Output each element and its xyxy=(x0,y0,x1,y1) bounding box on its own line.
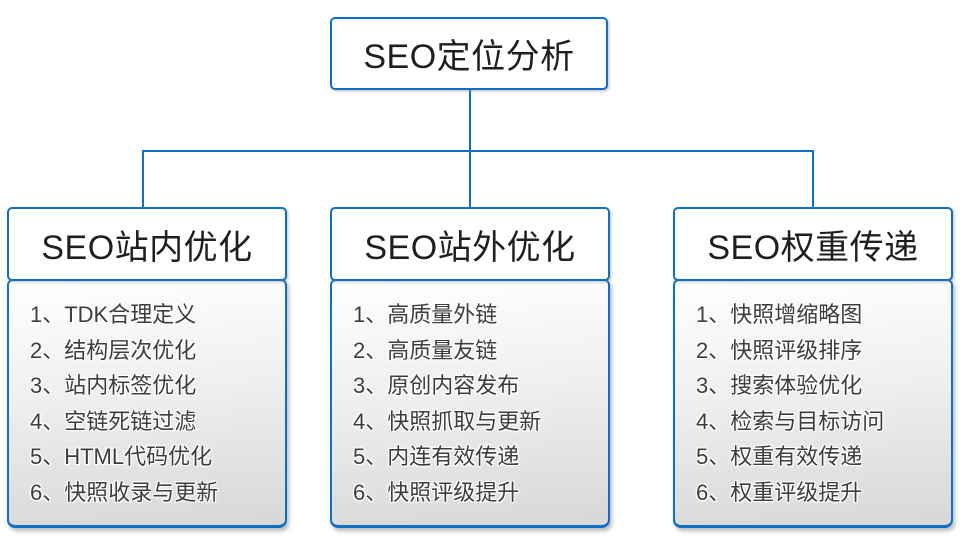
column-title: SEO站内优化 xyxy=(41,228,253,267)
list-item: 4、检索与目标访问 xyxy=(696,408,885,434)
list-item: 6、权重评级提升 xyxy=(696,479,863,505)
list-item: 1、快照增缩略图 xyxy=(696,302,863,327)
list-item: 2、高质量友链 xyxy=(353,337,498,363)
list-item: 1、TDK合理定义 xyxy=(30,302,197,327)
column-seo-weight-body: 1、快照增缩略图 2、快照评级排序 3、搜索体验优化 4、检索与目标访问 5、权重有效传… xyxy=(673,279,953,528)
column-seo-onsite-header: SEO站内优化 xyxy=(7,207,287,281)
column-title: SEO站外优化 xyxy=(364,228,576,267)
column-seo-onsite: SEO站内优化 1、TDK合理定义 2、结构层次优化 3、站内标签优化 4、空链死链过… xyxy=(7,207,287,528)
list-item: 6、快照评级提升 xyxy=(353,479,520,505)
column-seo-weight-header: SEO权重传递 xyxy=(673,207,953,281)
list-item: 5、内连有效传递 xyxy=(353,444,520,469)
list-item: 6、快照收录与更新 xyxy=(30,479,219,505)
list-item: 3、原创内容发布 xyxy=(353,373,520,398)
column-seo-onsite-body: 1、TDK合理定义 2、结构层次优化 3、站内标签优化 4、空链死链过滤 5、HTML代… xyxy=(7,279,287,528)
root-node: SEO定位分析 xyxy=(330,17,608,90)
list-item: 4、空链死链过滤 xyxy=(30,408,197,434)
list-item: 2、快照评级排序 xyxy=(696,337,863,363)
column-seo-offsite-body: 1、高质量外链 2、高质量友链 3、原创内容发布 4、快照抓取与更新 5、内连有效传递 6… xyxy=(330,279,610,528)
column-item-list: 1、高质量外链 2、高质量友链 3、原创内容发布 4、快照抓取与更新 5、内连有效传递 6… xyxy=(332,281,608,510)
list-item: 3、站内标签优化 xyxy=(30,373,197,398)
column-item-list: 1、TDK合理定义 2、结构层次优化 3、站内标签优化 4、空链死链过滤 5、HTML代… xyxy=(9,281,285,510)
column-title: SEO权重传递 xyxy=(707,228,919,267)
list-item: 5、HTML代码优化 xyxy=(30,444,213,469)
column-seo-weight: SEO权重传递 1、快照增缩略图 2、快照评级排序 3、搜索体验优化 4、检索与目标访… xyxy=(673,207,953,528)
column-item-list: 1、快照增缩略图 2、快照评级排序 3、搜索体验优化 4、检索与目标访问 5、权重有效传… xyxy=(675,281,951,510)
list-item: 3、搜索体验优化 xyxy=(696,373,863,398)
column-seo-offsite: SEO站外优化 1、高质量外链 2、高质量友链 3、原创内容发布 4、快照抓取与更新 5… xyxy=(330,207,610,528)
list-item: 2、结构层次优化 xyxy=(30,337,197,363)
column-seo-offsite-header: SEO站外优化 xyxy=(330,207,610,281)
root-node-title: SEO定位分析 xyxy=(363,38,575,76)
list-item: 4、快照抓取与更新 xyxy=(353,408,542,434)
list-item: 5、权重有效传递 xyxy=(696,444,863,469)
list-item: 1、高质量外链 xyxy=(353,302,498,327)
